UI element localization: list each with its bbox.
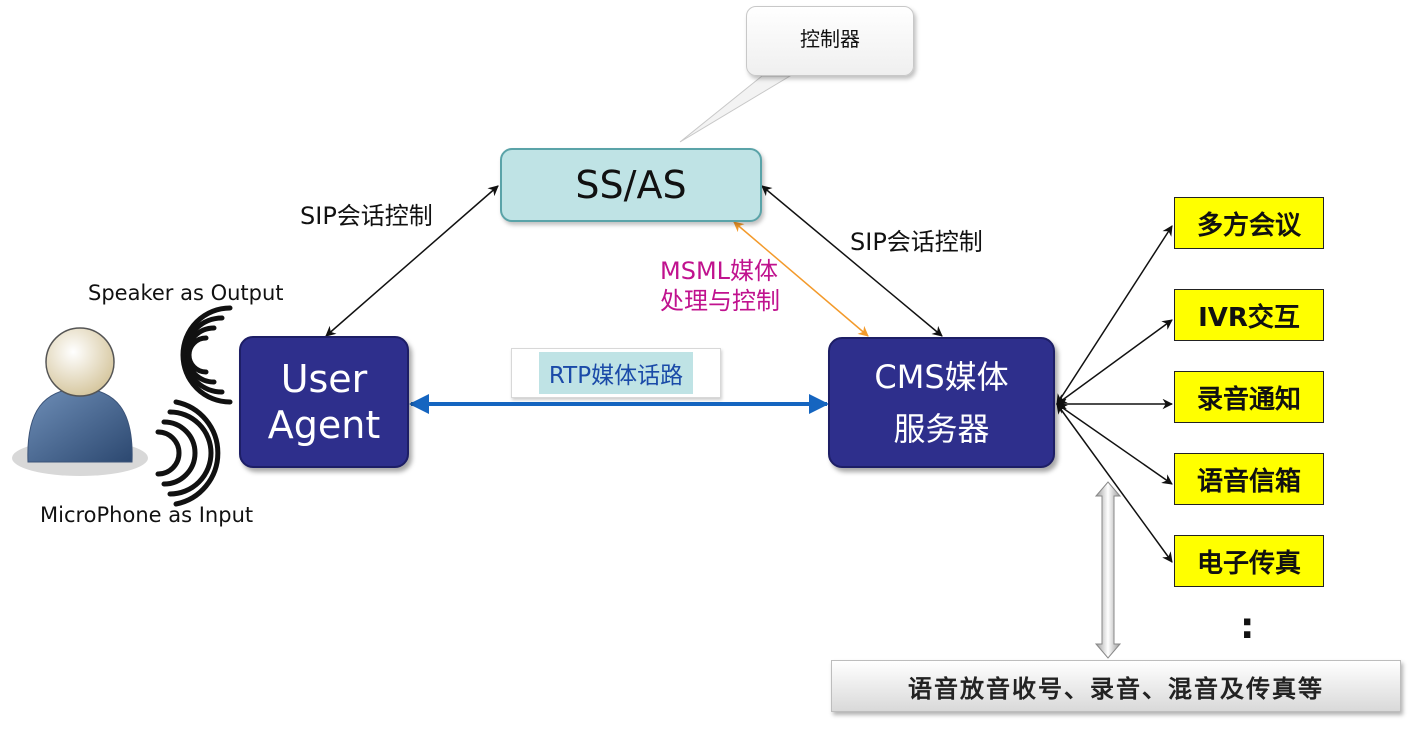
controller-callout: 控制器 bbox=[746, 6, 914, 76]
ssas-node: SS/AS bbox=[500, 148, 762, 222]
callout-tail bbox=[679, 75, 792, 143]
user-agent-node: User Agent bbox=[239, 336, 409, 468]
gray-double-arrow bbox=[1094, 481, 1122, 659]
feature-voicemail: 语音信箱 bbox=[1174, 453, 1324, 505]
speaker-waves-icon bbox=[180, 305, 233, 405]
callout-text: 控制器 bbox=[800, 27, 860, 51]
rtp-label-box: RTP媒体话路 bbox=[511, 348, 721, 398]
sip-arrow-right bbox=[761, 185, 943, 337]
media-capabilities-text: 语音放音收号、录音、混音及传真等 bbox=[908, 674, 1324, 703]
msml-line1: MSML媒体 bbox=[660, 257, 779, 285]
media-capabilities-bar: 语音放音收号、录音、混音及传真等 bbox=[831, 660, 1401, 712]
sip-arrow-left bbox=[325, 185, 499, 337]
msml-line2: 处理与控制 bbox=[660, 287, 780, 315]
ssas-label: SS/AS bbox=[575, 163, 687, 207]
cms-node: CMS媒体 服务器 bbox=[828, 337, 1055, 468]
microphone-label: MicroPhone as Input bbox=[40, 503, 254, 527]
user-agent-line2: Agent bbox=[267, 403, 381, 447]
msml-label: MSML媒体 处理与控制 bbox=[660, 256, 780, 316]
microphone-waves-icon bbox=[155, 399, 221, 507]
cms-line2: 服务器 bbox=[893, 409, 990, 448]
rtp-label: RTP媒体话路 bbox=[538, 352, 694, 394]
feature-ivr: IVR交互 bbox=[1174, 289, 1324, 341]
feature-fax: 电子传真 bbox=[1174, 535, 1324, 587]
cms-line1: CMS媒体 bbox=[874, 357, 1009, 396]
sip-label-right: SIP会话控制 bbox=[850, 228, 983, 256]
feature-arrows bbox=[1055, 225, 1174, 563]
sip-label-left: SIP会话控制 bbox=[300, 202, 433, 230]
feature-recording-notice: 录音通知 bbox=[1174, 371, 1324, 423]
msml-arrow bbox=[733, 221, 869, 337]
user-person-icon bbox=[12, 327, 148, 476]
feature-conference: 多方会议 bbox=[1174, 197, 1324, 249]
more-ellipsis: : bbox=[1240, 606, 1255, 647]
user-agent-line1: User bbox=[280, 357, 368, 401]
speaker-label: Speaker as Output bbox=[88, 281, 284, 305]
